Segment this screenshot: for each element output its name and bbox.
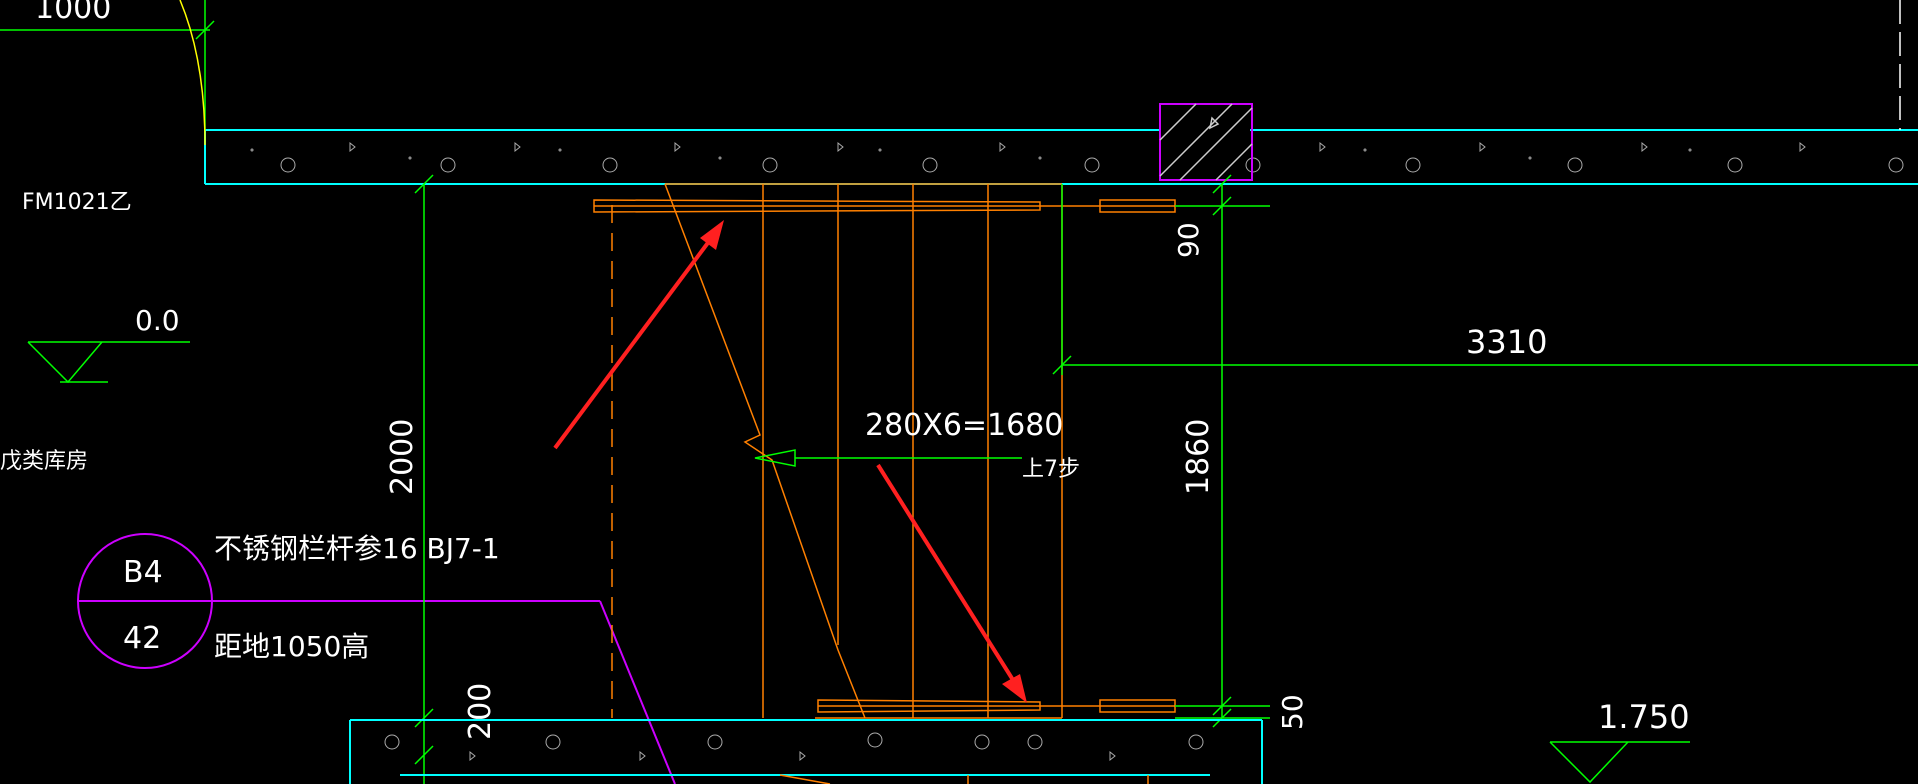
right-dims (1175, 174, 1270, 728)
level-marker-1750: 1.750 (1549, 698, 1690, 784)
dim-1860-text: 1860 (1181, 419, 1216, 495)
level-1750-text: 1.750 (1598, 698, 1690, 736)
detail-tag-bottom: 42 (123, 621, 161, 656)
red-annotation-arrow-1 (553, 220, 724, 450)
bottom-step-stub (779, 774, 1149, 784)
detail-tag-top: B4 (123, 555, 163, 590)
dim-200-text: 200 (463, 683, 498, 740)
detail-callout: B4 42 (77, 533, 676, 784)
up-arrow (754, 449, 1022, 467)
railing-height: 距地1050高 (214, 630, 369, 663)
stair-break-line (664, 183, 866, 719)
step-formula: 280X6=1680 (865, 408, 1063, 443)
top-slab-hatch (250, 141, 1904, 173)
dim-3310-text: 3310 (1466, 323, 1547, 361)
top-left-dim: 1000 (0, 0, 215, 146)
dim-90-text: 90 (1172, 222, 1205, 258)
dim-50-text: 50 (1276, 694, 1309, 730)
railing-note: 不锈钢栏杆参16 BJ7-1 (214, 532, 500, 565)
door-swing-arc (179, 0, 206, 146)
stair-treads (665, 183, 1063, 719)
column (1159, 103, 1253, 181)
door-tag: FM1021乙 (22, 190, 132, 215)
bottom-slab-hatch (384, 732, 1204, 762)
level-marker-0: 0.0 (27, 304, 190, 384)
level-0-text: 0.0 (135, 304, 180, 337)
room-name: 戊类库房 (0, 449, 88, 474)
red-annotation-arrow-2 (876, 463, 1027, 703)
top-wall-slab (204, 129, 1918, 185)
dim-3310 (1052, 184, 1918, 375)
up-steps: 上7步 (1022, 457, 1080, 482)
column-hatch (1159, 103, 1253, 181)
top-dim-text: 1000 (35, 0, 111, 26)
dim-2000 (414, 174, 434, 784)
railing-top (593, 199, 1176, 213)
dim-2000-text: 2000 (385, 419, 420, 495)
bottom-slab (349, 719, 1263, 784)
railing-bottom (817, 699, 1176, 713)
